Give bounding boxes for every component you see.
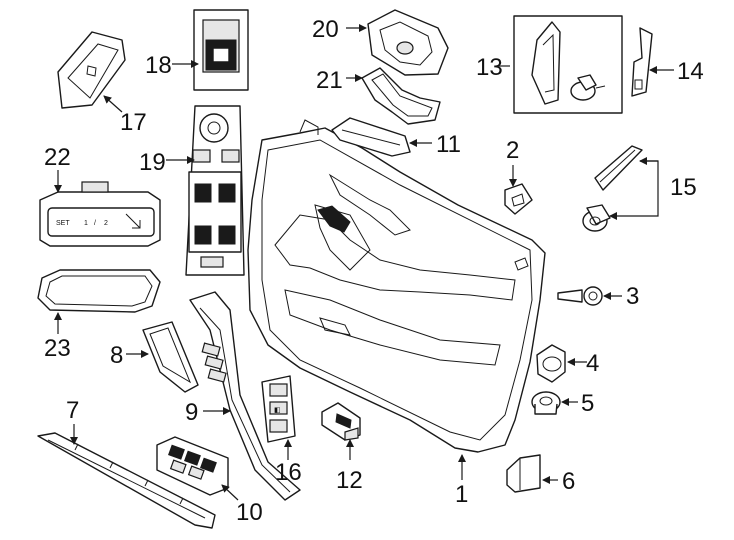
callout-7: 7: [66, 397, 79, 424]
cruise-set-label: SET: [56, 220, 70, 227]
door-trim-panel: [247, 119, 546, 453]
window-switch-18: [193, 9, 249, 91]
callout-18: 18: [145, 52, 172, 79]
callout-9: 9: [185, 399, 198, 426]
cruise-switch-22: SET 1 / 2: [39, 181, 161, 247]
bezel-8: [142, 321, 199, 393]
bezel-ring-23: [37, 269, 161, 313]
callout-15: 15: [670, 174, 697, 201]
bracket-14: [631, 27, 653, 97]
callout-12: 12: [336, 467, 363, 494]
seat-trim-21: [361, 67, 441, 125]
callout-11: 11: [436, 131, 461, 158]
armrest-trim-9: [189, 291, 301, 501]
switch-bezel-10: [156, 436, 229, 496]
switch-12: [321, 402, 361, 441]
cruise-slash-label: /: [94, 220, 96, 227]
callout-6: 6: [562, 468, 575, 495]
switch-panel-16: ◧: [261, 375, 296, 443]
callout-17: 17: [120, 109, 147, 136]
cruise-one-label: 1: [84, 220, 88, 227]
callout-19: 19: [139, 149, 166, 176]
push-pin-3: [557, 286, 603, 306]
cover-6: [506, 454, 541, 493]
clip-2: [504, 183, 533, 215]
trim-strip-7: [37, 432, 216, 529]
callout-23: 23: [44, 335, 71, 362]
callout-3: 3: [626, 283, 639, 310]
callout-16: 16: [275, 459, 302, 486]
callout-20: 20: [312, 16, 339, 43]
callouts: 1 2 3 4 5 6 7 8 9 10 11 12 13 14 15 16 1…: [44, 16, 704, 526]
mirror-trim-13: [513, 15, 623, 114]
callout-13: 13: [476, 54, 503, 81]
handle-trim-11: [331, 117, 411, 157]
callout-14: 14: [677, 58, 704, 85]
cruise-two-label: 2: [104, 220, 108, 227]
svg-text:◧: ◧: [274, 407, 281, 414]
callout-8: 8: [110, 342, 123, 369]
clip-15: [582, 204, 611, 232]
trim-strip-15: [582, 145, 643, 232]
master-switch-19: [185, 105, 245, 276]
leader-lines: [54, 24, 674, 501]
nut-5: [531, 391, 561, 415]
callout-22: 22: [44, 144, 71, 171]
lock-switch-17: [57, 31, 126, 109]
callout-2: 2: [506, 137, 519, 164]
callout-5: 5: [581, 390, 594, 417]
callout-10: 10: [236, 499, 263, 526]
callout-21: 21: [316, 67, 343, 94]
seat-switch-20: [367, 9, 449, 76]
callout-4: 4: [586, 350, 599, 377]
grommet-4: [536, 344, 566, 383]
callout-1: 1: [455, 481, 468, 508]
